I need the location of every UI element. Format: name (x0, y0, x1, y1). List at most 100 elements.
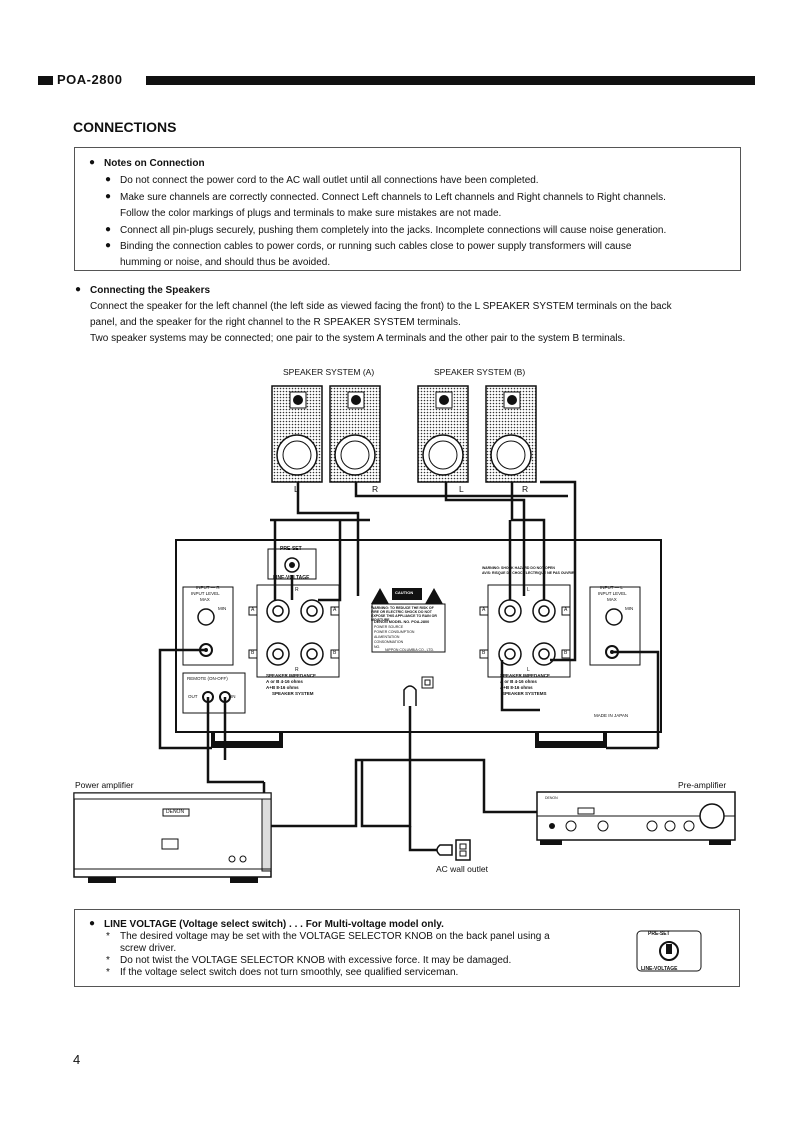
label-caution: CAUTION (395, 590, 414, 595)
label-avis: AVIS: RISQUE DE CHOC ELECTRIQUE NE PAS O… (482, 571, 575, 575)
label-terminal-a: A (251, 607, 255, 613)
note-item: Make sure channels are correctly connect… (120, 192, 666, 203)
label-terminal-b: B (564, 650, 568, 656)
speaker-b-right (485, 385, 537, 483)
label-terminal-b: B (482, 650, 486, 656)
label-alimentation: ALIMENTATION (374, 635, 400, 639)
note-item: Binding the connection cables to power c… (120, 241, 632, 252)
label-r: R (522, 484, 529, 494)
label-no: NO. (374, 645, 381, 649)
label-maker: NIPPON COLUMBIA CO., LTD. (385, 648, 434, 652)
label-input-level: INPUT LEVEL (191, 591, 220, 596)
voltage-line: The desired voltage may be set with the … (120, 931, 550, 942)
label-warning-rain: WARNING: TO REDUCE THE RISK OF FIRE OR E… (371, 606, 437, 622)
label-preset: PRE-SET (648, 931, 670, 937)
label-speaker-system-b: SPEAKER SYSTEM (B) (434, 367, 526, 377)
note-item: Do not connect the power cord to the AC … (120, 175, 539, 186)
label-terminal-b: B (333, 650, 337, 656)
label-speaker-systems: SPEAKER SYSTEMS (502, 691, 547, 696)
label-max: MAX (607, 597, 617, 602)
label-min: MIN (218, 606, 227, 611)
label-power-source: POWER SOURCE (374, 625, 404, 629)
section-title: CONNECTIONS (73, 119, 177, 135)
pre-amplifier (536, 791, 736, 845)
speakers-title: Connecting the Speakers (90, 285, 211, 296)
asterisk: * (106, 955, 110, 966)
bullet-icon: ● (105, 240, 112, 251)
bullet-icon: ● (105, 191, 112, 202)
label-preset: PRE-SET (280, 546, 302, 552)
speaker-a-left (271, 385, 323, 483)
bullet-icon: ● (105, 224, 112, 235)
label-imp-a-and-b: A+B 8-16 ohms (266, 685, 299, 690)
label-terminal-b: B (251, 650, 255, 656)
label-r: R (372, 484, 379, 494)
bullet-icon: ● (105, 174, 112, 185)
label-l: L (294, 484, 299, 494)
ac-outlet-icon (436, 839, 471, 861)
note-item: Connect all pin-plugs securely, pushing … (120, 225, 667, 236)
bullet-icon: ● (89, 918, 96, 929)
label-made-in-japan: MADE IN JAPAN (594, 713, 629, 718)
label-speaker-impedance: SPEAKER IMPEDANCE (500, 673, 551, 678)
label-warning-shock: WARNING: SHOCK HAZARD DO NOT OPEN (482, 566, 555, 570)
bullet-icon: ● (89, 157, 96, 168)
label-line-voltage: LINE-VOLTAGE (273, 575, 310, 581)
speakers-line: Two speaker systems may be connected; on… (90, 333, 626, 344)
label-denon: DENON (545, 796, 558, 800)
speakers-line: panel, and the speaker for the right cha… (90, 317, 461, 328)
label-model: DENON MODEL NO. POA-2800 (374, 620, 430, 624)
label-pre-amplifier: Pre-amplifier (678, 780, 727, 790)
label-out: OUT (188, 694, 198, 699)
bullet-icon: ● (75, 284, 82, 295)
line-voltage-icon (636, 930, 702, 972)
label-power-amplifier: Power amplifier (75, 780, 134, 790)
label-input-r: INPUT — R (196, 585, 220, 590)
label-l: L (459, 484, 464, 494)
label-l-terminal: L (527, 587, 530, 593)
label-speaker-system-a: SPEAKER SYSTEM (A) (283, 367, 375, 377)
label-max: MAX (200, 597, 210, 602)
label-min: MIN (625, 606, 634, 611)
speakers-line: Connect the speaker for the left channel… (90, 301, 672, 312)
speaker-b-left (417, 385, 469, 483)
notes-title: Notes on Connection (104, 158, 205, 169)
notes-box: ● Notes on Connection ● Do not connect t… (74, 147, 741, 271)
page-number: 4 (73, 1052, 81, 1067)
note-item: Follow the color markings of plugs and t… (120, 208, 502, 219)
label-speaker-impedance: SPEAKER IMPEDANCE (266, 673, 317, 678)
label-input-l: INPUT — L (600, 585, 623, 590)
label-imp-a-or-b: A or B 4-16 ohms (500, 679, 537, 684)
label-line-voltage: LINE-VOLTAGE (641, 966, 678, 972)
voltage-line: screw driver. (120, 943, 177, 954)
speaker-a-right (329, 385, 381, 483)
label-remote: REMOTE (ON-OFF) (187, 676, 228, 681)
label-denon: DENON (166, 809, 185, 815)
label-consommation: CONSOMMATION (374, 640, 404, 644)
model-title: POA-2800 (57, 72, 123, 87)
label-terminal-a: A (482, 607, 486, 613)
label-r-terminal: R (295, 587, 299, 593)
label-terminal-a: A (333, 607, 337, 613)
label-power-consumption: POWER CONSUMPTION (374, 630, 415, 634)
label-in: IN (231, 694, 236, 699)
label-terminal-a: A (564, 607, 568, 613)
asterisk: * (106, 967, 110, 978)
voltage-title: LINE VOLTAGE (Voltage select switch) . .… (104, 919, 444, 930)
note-item: humming or noise, and should thus be avo… (120, 257, 331, 268)
label-ac-outlet: AC wall outlet (436, 864, 488, 874)
label-speaker-system: SPEAKER SYSTEM (272, 691, 314, 696)
label-input-level: INPUT LEVEL (598, 591, 627, 596)
label-imp-a-and-b: A+B 8-16 ohms (500, 685, 533, 690)
line-voltage-box: ● LINE VOLTAGE (Voltage select switch) .… (74, 909, 740, 987)
header-bar-right (146, 76, 755, 85)
label-l-terminal: L (527, 667, 530, 673)
label-imp-a-or-b: A or B 4-16 ohms (266, 679, 303, 684)
asterisk: * (106, 931, 110, 942)
header-bar-left (38, 76, 53, 85)
voltage-line: If the voltage select switch does not tu… (120, 967, 459, 978)
voltage-line: Do not twist the VOLTAGE SELECTOR KNOB w… (120, 955, 512, 966)
label-r-terminal: R (295, 667, 299, 673)
power-amplifier (73, 792, 272, 883)
